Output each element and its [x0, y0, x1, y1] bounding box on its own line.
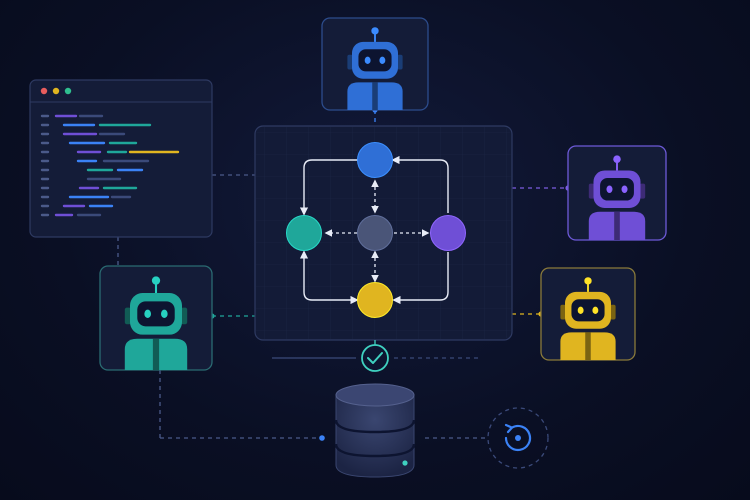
- agent-card-bottom-right: [540, 267, 636, 361]
- agent-card-left: [99, 265, 213, 371]
- refresh-cycle-icon: [487, 407, 549, 469]
- orchestrator-node-right: [430, 215, 466, 251]
- orchestrator-node-bottom: [357, 282, 393, 318]
- connection-lines: [117, 110, 568, 439]
- robot-icon: [560, 277, 616, 360]
- code-editor-frame: [29, 79, 213, 238]
- robot-icon: [124, 276, 188, 370]
- orchestrator-inner-arrows: [324, 179, 430, 283]
- agent-cards: [99, 17, 667, 371]
- robot-icon: [588, 155, 646, 240]
- window-maximize-dot: [64, 87, 72, 95]
- database-icon: [334, 383, 416, 478]
- orchestrator-node-center: [357, 215, 393, 251]
- agent-card-top: [321, 17, 429, 111]
- code-editor-window: [29, 79, 213, 238]
- orchestrator-flow-arrows: [299, 155, 449, 305]
- orchestrator-node-top: [357, 142, 393, 178]
- orchestrator-nodes: [286, 142, 466, 318]
- code-editor-icon: [40, 114, 180, 217]
- window-close-dot: [40, 87, 48, 95]
- robot-icon: [347, 27, 403, 110]
- agent-card-right: [567, 145, 667, 241]
- window-minimize-dot: [52, 87, 60, 95]
- check-circle-icon: [361, 344, 389, 372]
- orchestrator-node-left: [286, 215, 322, 251]
- orchestrator-panel: [254, 125, 513, 341]
